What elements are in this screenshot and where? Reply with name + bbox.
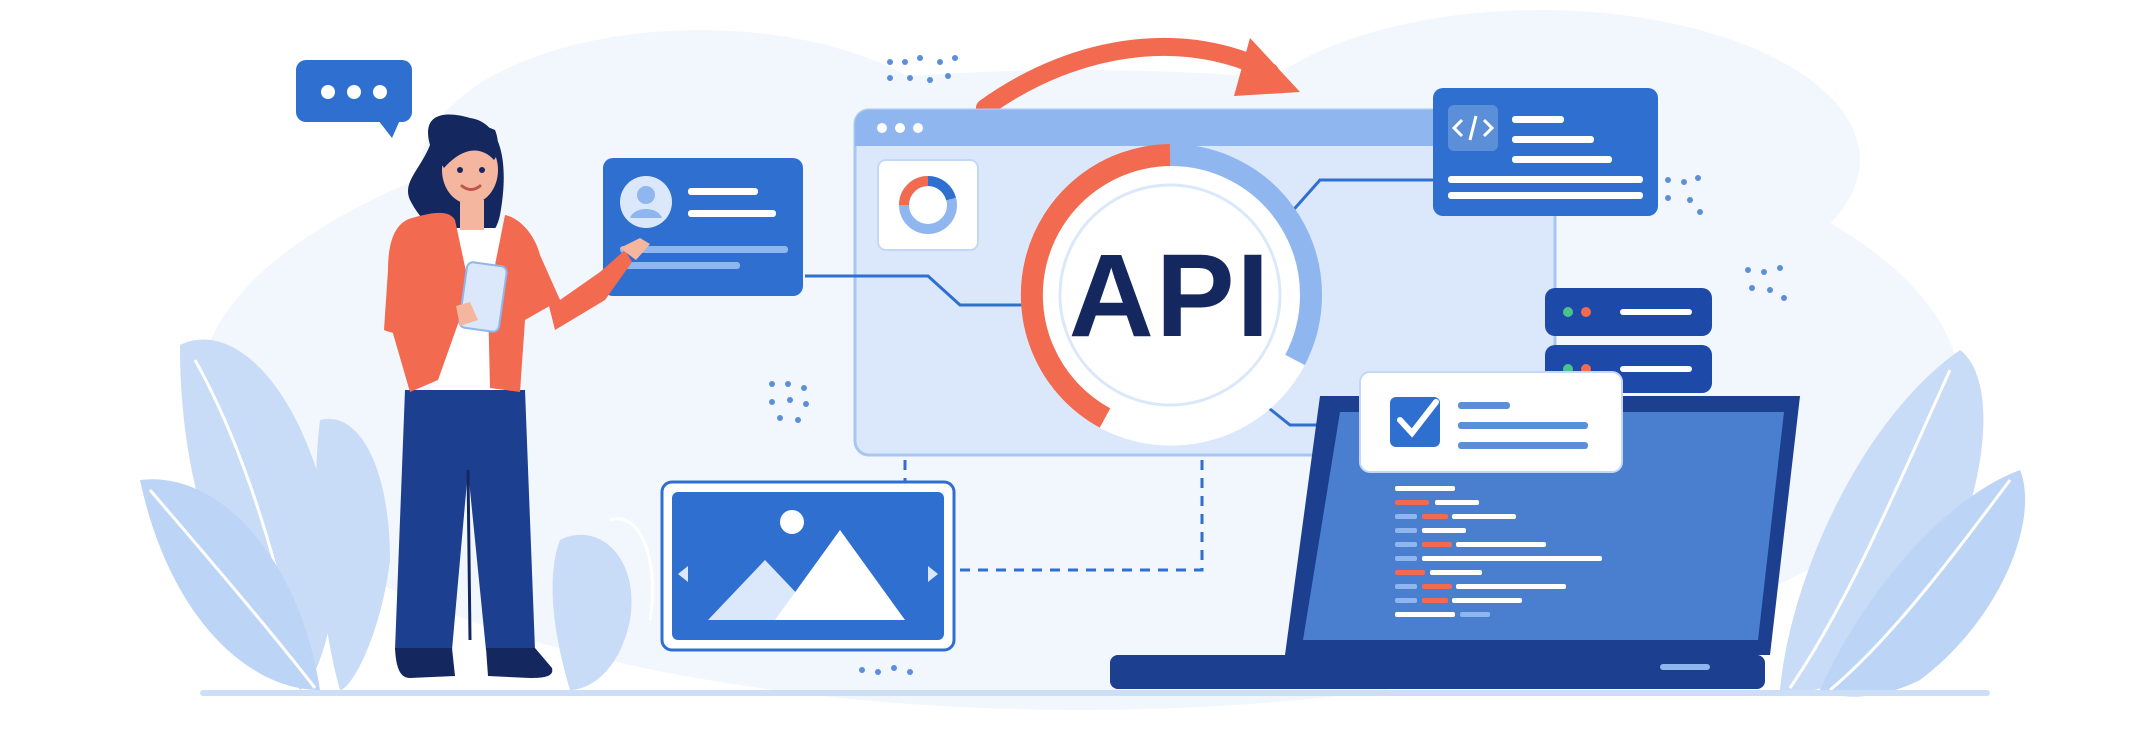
image-icon: [660, 480, 956, 652]
left-leaves: [140, 339, 655, 690]
ground-line: [200, 690, 1990, 696]
checklist-card: [1359, 371, 1623, 473]
decorative-dots: [769, 55, 1787, 675]
checkbox-icon: [1390, 397, 1440, 447]
api-ring: [1020, 143, 1322, 446]
refresh-arrow-icon: [976, 37, 1300, 117]
donut-chart-icon: [877, 159, 979, 251]
code-card: [1433, 88, 1658, 216]
code-icon: [1448, 105, 1498, 151]
laptop: [1110, 396, 1800, 689]
user-profile-card: [603, 158, 803, 296]
chat-bubble-icon: [296, 60, 412, 138]
api-label: API: [1069, 230, 1272, 362]
woman-character: [384, 114, 650, 678]
user-icon: [620, 176, 672, 228]
code-lines: [1395, 486, 1602, 617]
right-leaves: [1780, 350, 2026, 697]
